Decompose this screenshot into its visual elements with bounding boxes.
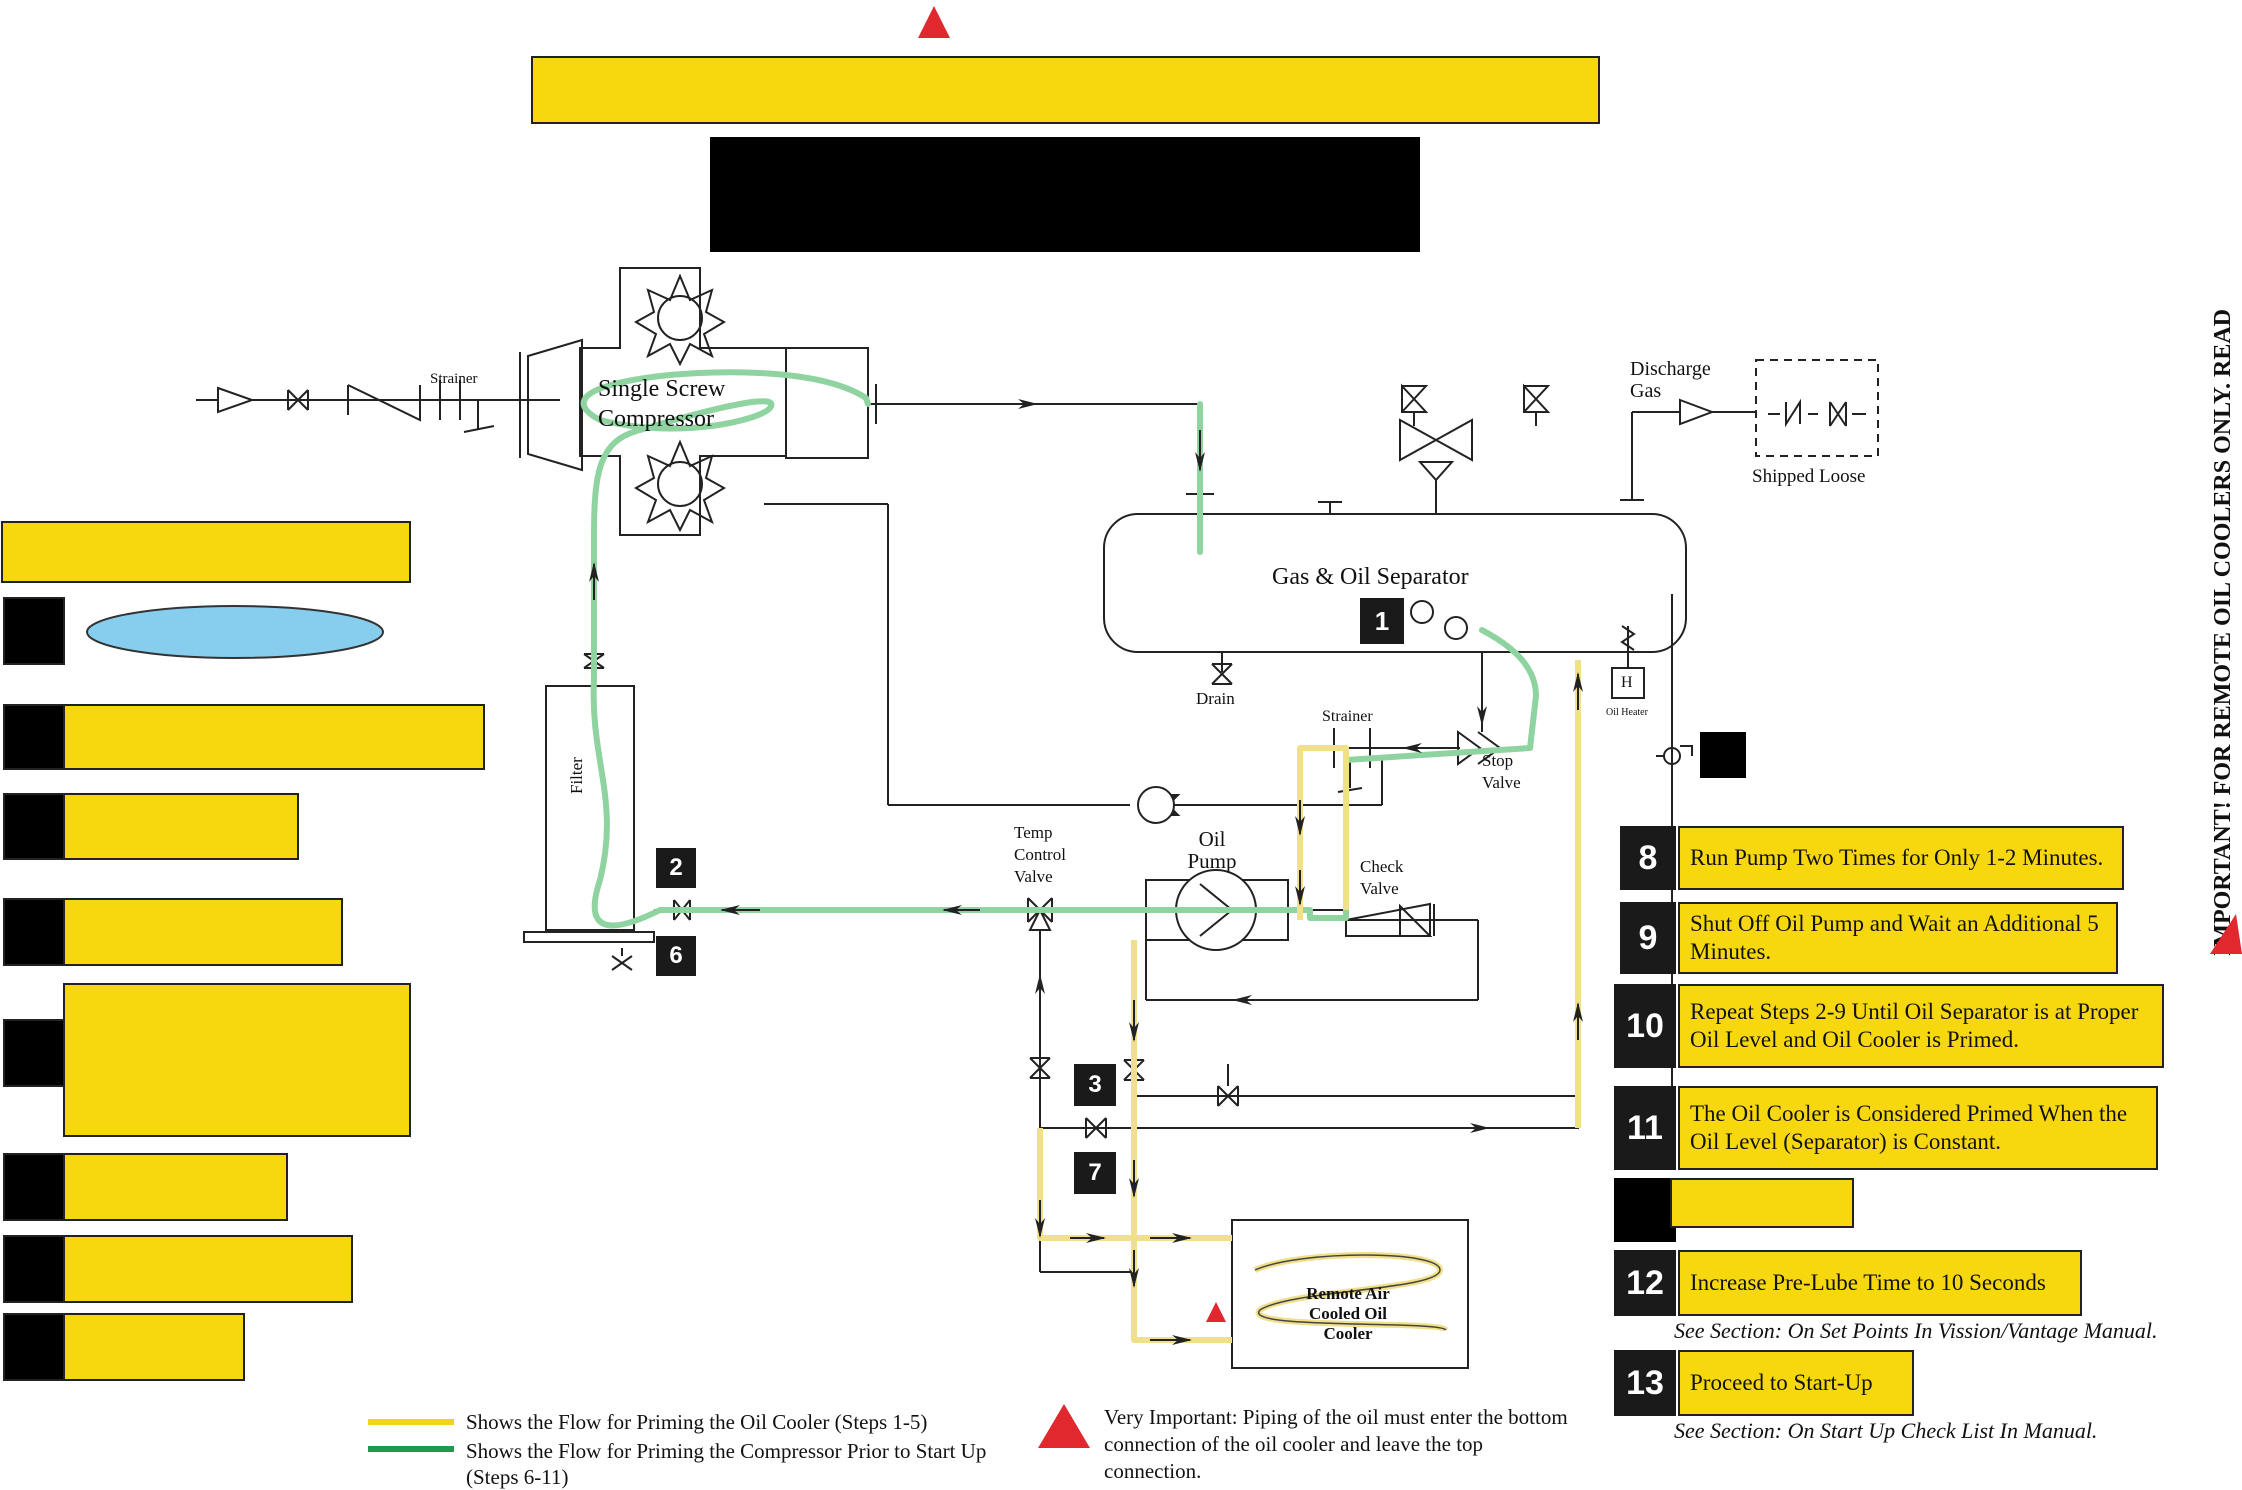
oil-heater-label: Oil Heater <box>1606 707 1648 718</box>
cooler-warning-icon <box>1206 1302 1226 1322</box>
sight-glass-ellipse <box>86 605 384 659</box>
warning-triangle-bottom-icon <box>1038 1404 1090 1448</box>
warning-triangle-top-icon <box>918 6 950 38</box>
step-11-number: 11 <box>1614 1086 1676 1170</box>
remote-cooler-label: Remote Air Cooled Oil Cooler <box>1306 1284 1390 1343</box>
header-yellow-bar <box>531 56 1600 124</box>
remote-cooler-box <box>1231 1219 1469 1369</box>
stop-valve-label: Stop Valve <box>1482 751 1521 792</box>
step-10-number: 10 <box>1614 984 1676 1068</box>
step-11-text: The Oil Cooler is Considered Primed When… <box>1678 1086 2158 1170</box>
step-9-number: 9 <box>1620 902 1676 974</box>
header-black-bar <box>710 137 1420 252</box>
badge-step-1: 1 <box>1360 598 1404 644</box>
strainer-label: Strainer <box>1322 708 1373 725</box>
legend-yellow-text: Shows the Flow for Priming the Oil Coole… <box>466 1410 928 1434</box>
temp-control-valve-label: Temp Control Valve <box>1014 823 1066 886</box>
badge-step-3: 3 <box>1074 1064 1116 1106</box>
rotor-gear-icon-bottom <box>634 439 726 533</box>
step-10-text: Repeat Steps 2-9 Until Oil Separator is … <box>1678 984 2164 1068</box>
oil-heater-symbol: H <box>1621 674 1633 691</box>
filter-housing <box>545 685 635 931</box>
check-valve-label: Check Valve <box>1360 857 1404 898</box>
badge-step-6: 6 <box>656 936 696 976</box>
rotor-gear-icon-top <box>634 273 726 367</box>
green-flow-path <box>580 369 1539 929</box>
flow-arrows <box>589 399 1583 1345</box>
drain-label: Drain <box>1196 689 1235 708</box>
sight-glass-icons <box>1410 600 1468 640</box>
separator-vessel <box>1103 513 1687 653</box>
step-13-text: Proceed to Start-Up <box>1678 1350 1914 1416</box>
discharge-gas-label: Discharge Gas <box>1630 358 1711 402</box>
blank-step-text <box>1670 1178 1854 1228</box>
compressor-label: Single Screw Compressor <box>598 376 726 432</box>
step-9-text: Shut Off Oil Pump and Wait an Additional… <box>1678 902 2118 974</box>
step-12-number: 12 <box>1614 1250 1676 1316</box>
compressor-outline <box>579 267 787 536</box>
shipped-loose-box <box>1755 359 1879 457</box>
shipped-loose-label: Shipped Loose <box>1752 466 1866 487</box>
badge-step-7: 7 <box>1074 1152 1116 1194</box>
oil-pump-label: Oil Pump <box>1187 827 1237 873</box>
step-12-note: See Section: On Set Points In Vission/Va… <box>1674 1318 2158 1343</box>
badge-step-2: 2 <box>656 848 696 888</box>
filter-label: Filter <box>567 757 586 794</box>
legend-green-text: Shows the Flow for Priming the Compresso… <box>466 1439 987 1489</box>
blank-step-number <box>1614 1178 1676 1242</box>
side-warning-icon <box>2210 914 2242 954</box>
side-warning-text: IMPORTANT! FOR REMOTE OIL COOLERS ONLY. … <box>2210 308 2236 956</box>
step-13-note: See Section: On Start Up Check List In M… <box>1674 1418 2098 1443</box>
left-panels <box>1 521 485 1381</box>
step-8-text: Run Pump Two Times for Only 1-2 Minutes. <box>1678 826 2124 890</box>
strainer-inlet-label: Strainer <box>430 371 478 387</box>
warning-note-text: Very Important: Piping of the oil must e… <box>1104 1405 1568 1483</box>
step-13-number: 13 <box>1614 1350 1676 1416</box>
step-12-text: Increase Pre-Lube Time to 10 Seconds <box>1678 1250 2082 1316</box>
oil-heater-black-tag <box>1700 732 1746 778</box>
step-8-number: 8 <box>1620 826 1676 890</box>
separator-label: Gas & Oil Separator <box>1272 564 1469 590</box>
